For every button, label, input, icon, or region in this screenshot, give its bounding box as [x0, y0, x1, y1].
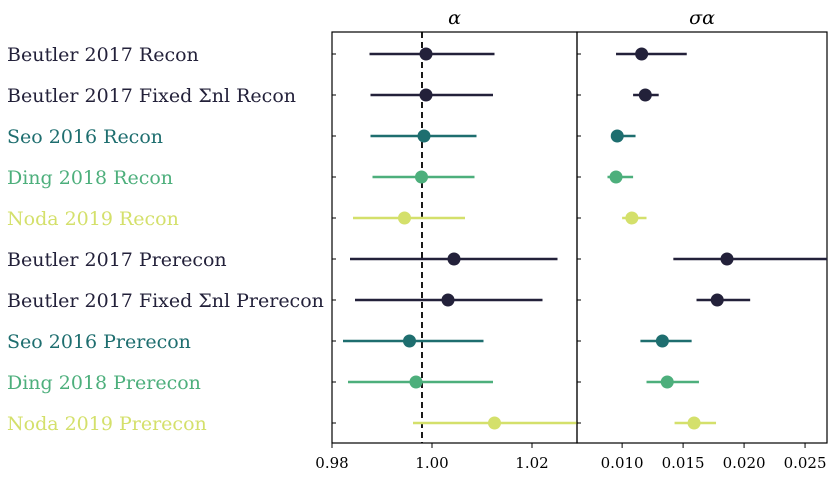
row-label: Beutler 2017 Fixed Σnl Prerecon — [7, 290, 324, 312]
data-point — [720, 252, 734, 266]
data-point — [625, 211, 639, 225]
data-point — [638, 88, 652, 102]
row-label: Ding 2018 Recon — [7, 167, 173, 189]
data-point — [660, 375, 674, 389]
row-label: Beutler 2017 Prerecon — [7, 249, 227, 271]
data-point — [635, 47, 649, 61]
data-point — [398, 211, 411, 225]
x-tick-label: 0.025 — [784, 454, 827, 472]
row-label: Beutler 2017 Recon — [7, 44, 199, 66]
data-point — [687, 416, 701, 430]
data-point — [655, 334, 669, 348]
x-tick-label: 0.020 — [723, 454, 766, 472]
data-point — [417, 129, 431, 143]
alpha-panel: α 0.98 1.00 1.02 — [315, 7, 578, 472]
x-tick-label: 0.015 — [662, 454, 705, 472]
data-point — [609, 170, 623, 184]
row-label: Noda 2019 Recon — [7, 208, 179, 230]
data-point — [710, 293, 724, 307]
data-point — [419, 88, 433, 102]
data-point — [488, 416, 501, 430]
data-point — [441, 293, 455, 307]
sigma-alpha-panel: σα 0.010 0.015 0.020 0.025 — [576, 7, 828, 472]
data-point — [419, 47, 433, 61]
x-tick-label: 1.00 — [415, 454, 448, 472]
panel-frame — [576, 31, 828, 444]
panel-title: α — [448, 7, 461, 29]
row-label: Ding 2018 Prerecon — [7, 372, 201, 394]
row-label: Noda 2019 Prerecon — [7, 413, 207, 435]
row-label: Seo 2016 Prerecon — [7, 331, 191, 353]
row-label: Beutler 2017 Fixed Σnl Recon — [7, 85, 296, 107]
data-point — [409, 375, 423, 389]
data-point — [447, 252, 461, 266]
x-tick-label: 0.98 — [315, 454, 348, 472]
data-point — [403, 334, 416, 348]
data-point — [415, 170, 428, 184]
row-label: Seo 2016 Recon — [7, 126, 163, 148]
data-point — [610, 129, 624, 143]
x-tick-label: 1.02 — [515, 454, 548, 472]
x-tick-label: 0.010 — [601, 454, 644, 472]
panel-title: σα — [689, 7, 715, 29]
